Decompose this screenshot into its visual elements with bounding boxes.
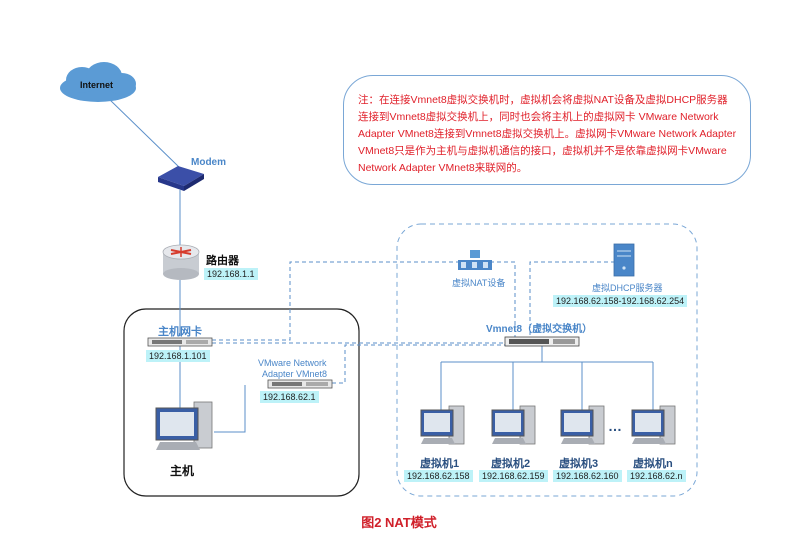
vmn-pc-icon bbox=[631, 405, 676, 445]
adapter-switch-dashed-link bbox=[332, 344, 505, 384]
vm1-pc-icon bbox=[420, 405, 465, 445]
vmnet8-adapter-card-icon bbox=[267, 379, 333, 389]
vm3-ip: 192.168.62.160 bbox=[553, 470, 622, 482]
vm1-ip: 192.168.62.158 bbox=[404, 470, 473, 482]
dhcp-server-label: 虚拟DHCP服务器 bbox=[592, 283, 663, 293]
figure-caption: 图2 NAT模式 bbox=[361, 515, 437, 530]
modem-icon bbox=[158, 166, 204, 191]
vm3-label: 虚拟机3 bbox=[559, 458, 599, 470]
internet-cloud-icon bbox=[60, 62, 136, 102]
router-ip: 192.168.1.1 bbox=[204, 268, 258, 280]
note-bubble: 注：在连接Vmnet8虚拟交换机时，虚拟机会将虚拟NAT设备及虚拟DHCP服务器… bbox=[343, 75, 751, 185]
host-nic-label: 主机网卡 bbox=[158, 326, 202, 338]
vmnet8-switch-icon bbox=[504, 336, 580, 347]
internet-modem-link bbox=[107, 97, 181, 169]
vm2-ip: 192.168.62.159 bbox=[479, 470, 548, 482]
nic-nat-dashed-link bbox=[212, 261, 460, 341]
nat-device-icon bbox=[458, 250, 492, 270]
host-label: 主机 bbox=[170, 464, 195, 478]
vmnet8-adapter-ip: 192.168.62.1 bbox=[260, 391, 319, 403]
virtual-network-box bbox=[396, 223, 698, 497]
dhcp-switch-dashed-link bbox=[529, 261, 622, 340]
adapter-host-link bbox=[214, 385, 246, 433]
dhcp-server-icon bbox=[613, 243, 635, 277]
vm1-label: 虚拟机1 bbox=[420, 458, 460, 470]
host-machine-box bbox=[123, 308, 360, 497]
host-pc-icon bbox=[155, 401, 213, 450]
vm3-pc-icon bbox=[560, 405, 605, 445]
internet-label: Internet bbox=[80, 80, 114, 90]
vmnet8-adapter-label-line1: VMware Network bbox=[258, 358, 327, 368]
vmn-label: 虚拟机n bbox=[633, 458, 673, 470]
modem-label: Modem bbox=[191, 157, 226, 168]
router-label: 路由器 bbox=[206, 255, 239, 267]
vmn-ip: 192.168.62.n bbox=[627, 470, 686, 482]
vm-ellipsis: … bbox=[608, 418, 623, 434]
dhcp-ip-range: 192.168.62.158-192.168.62.254 bbox=[553, 295, 688, 307]
host-nic-ip: 192.168.1.101 bbox=[146, 350, 210, 362]
nat-device-label: 虚拟NAT设备 bbox=[452, 278, 506, 288]
switch-label: Vmnet8（虚拟交换机） bbox=[486, 324, 593, 335]
vm2-label: 虚拟机2 bbox=[491, 458, 531, 470]
vmnet8-adapter-label-line2: Adapter VMnet8 bbox=[262, 369, 328, 379]
router-icon bbox=[162, 244, 200, 280]
host-nic-card-icon bbox=[147, 337, 213, 347]
vm2-pc-icon bbox=[491, 405, 536, 445]
nat-switch-dashed-link bbox=[490, 261, 516, 340]
